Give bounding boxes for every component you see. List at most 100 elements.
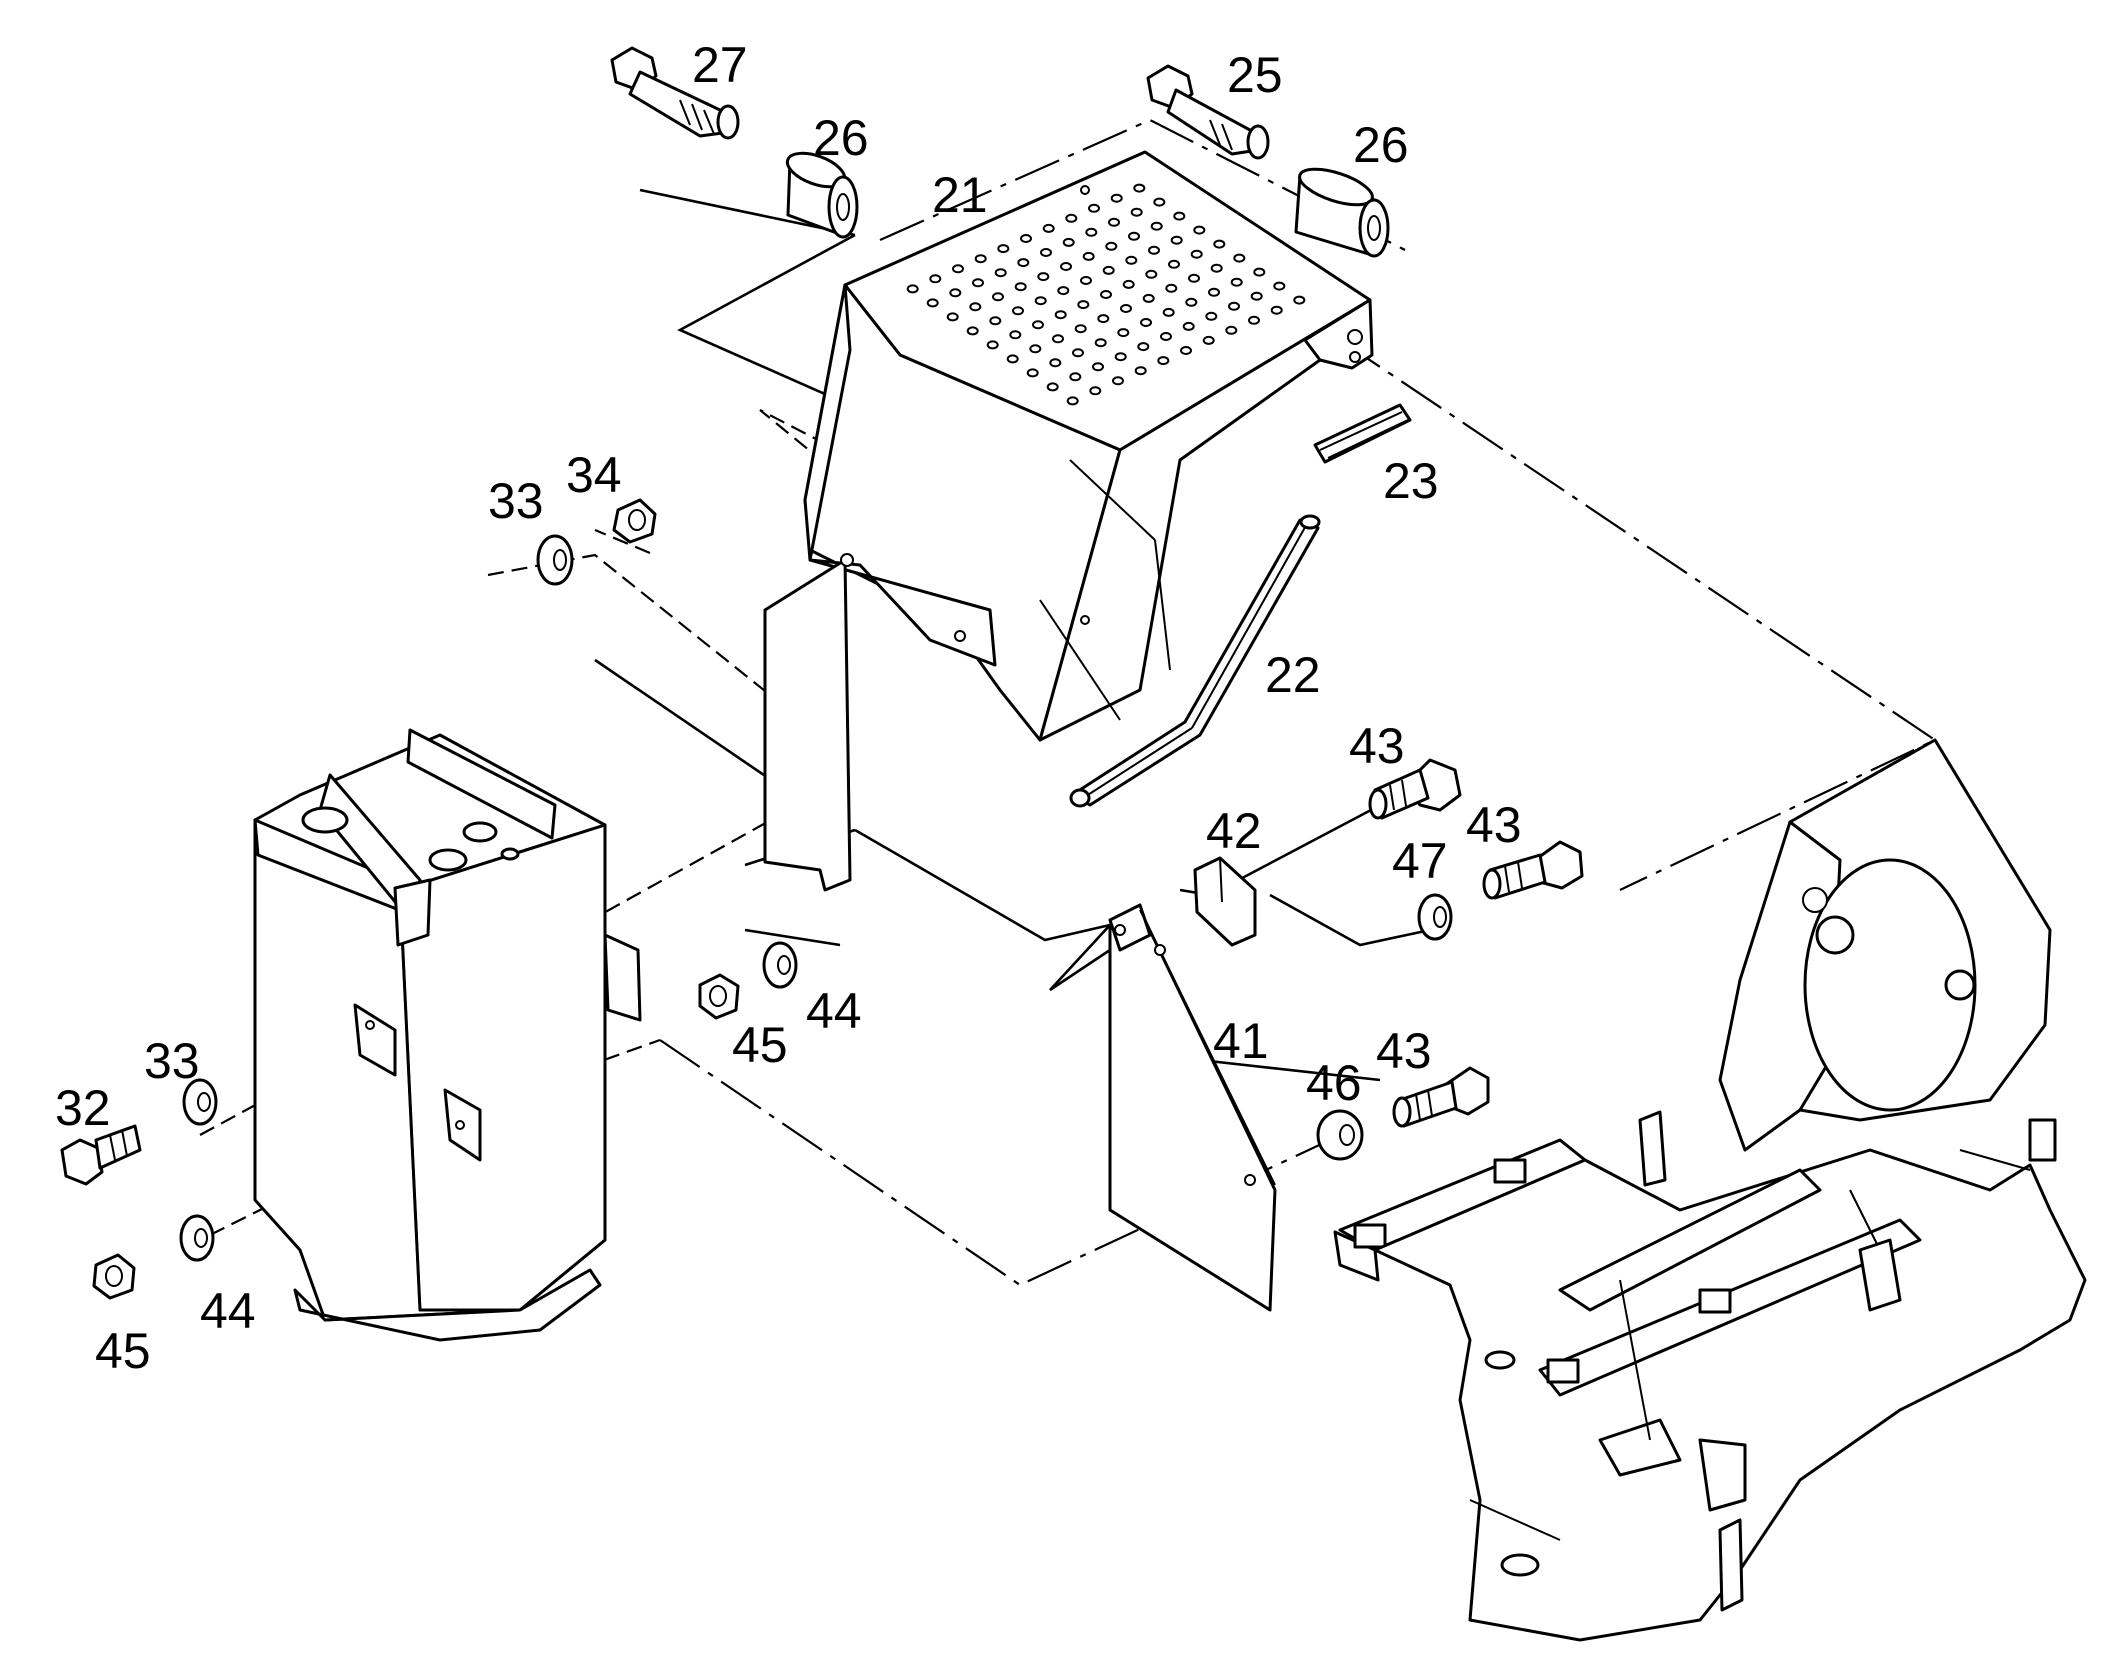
perforation-hole xyxy=(1190,249,1203,259)
perforation-hole xyxy=(1150,221,1163,231)
tank xyxy=(253,728,642,1342)
perforation-hole xyxy=(997,244,1010,254)
perforation-hole xyxy=(1085,227,1098,237)
perforation-hole xyxy=(952,264,964,274)
perforation-hole xyxy=(1140,318,1152,327)
perforation-hole xyxy=(1165,283,1178,293)
perforation-hole xyxy=(1040,248,1052,257)
perforation-hole xyxy=(1049,358,1062,368)
perforation-hole xyxy=(1102,265,1115,275)
label-34: 34 xyxy=(566,447,622,503)
bolt-43-middle xyxy=(1482,840,1584,900)
spacer-26-right xyxy=(1294,167,1390,258)
perforation-hole xyxy=(906,284,919,294)
perforation-hole xyxy=(1052,334,1064,344)
perforation-hole xyxy=(1092,362,1104,372)
perforation-hole xyxy=(1293,295,1306,305)
perforation-hole xyxy=(946,312,959,322)
perforation-hole xyxy=(966,326,979,336)
perforation-hole xyxy=(1117,328,1130,338)
perforation-hole xyxy=(974,254,987,264)
perforation-hole xyxy=(1037,272,1050,282)
label-25: 25 xyxy=(1227,47,1283,103)
bolt-43-top xyxy=(1368,758,1462,820)
washer-44-center xyxy=(762,941,798,989)
perforation-hole xyxy=(1225,325,1238,335)
perforation-hole xyxy=(1054,310,1067,320)
perforation-hole xyxy=(1210,263,1223,273)
perforation-hole xyxy=(992,292,1004,302)
perforation-hole xyxy=(926,298,939,308)
bolt-27 xyxy=(610,46,740,140)
nut-45-left xyxy=(92,1253,136,1300)
label-42: 42 xyxy=(1206,803,1262,859)
perforation-hole xyxy=(1074,324,1087,334)
perforation-hole xyxy=(1228,301,1240,311)
nut-34 xyxy=(612,498,657,544)
perforation-hole xyxy=(1122,279,1135,289)
perforation-hole xyxy=(1133,183,1146,193)
label-43-top: 43 xyxy=(1349,718,1405,774)
perforation-hole xyxy=(1108,217,1120,227)
washer-46 xyxy=(1316,1109,1364,1161)
perforation-hole xyxy=(1017,258,1030,268)
label-47: 47 xyxy=(1392,833,1448,889)
label-33-top: 33 xyxy=(488,473,544,529)
perforation-hole xyxy=(1173,211,1186,221)
perforation-hole xyxy=(1105,241,1118,251)
perforation-hole xyxy=(1042,223,1055,233)
perforation-hole xyxy=(1213,239,1226,249)
perforation-hole xyxy=(1072,348,1084,358)
perforation-hole xyxy=(1062,237,1075,247)
perforation-hole xyxy=(1120,304,1132,313)
perforation-hole xyxy=(994,268,1007,278)
label-23: 23 xyxy=(1383,453,1439,509)
perforation-hole xyxy=(1065,213,1078,223)
label-32: 32 xyxy=(55,1080,111,1136)
bolt-43-bottom xyxy=(1392,1066,1490,1128)
washer-33-left xyxy=(182,1078,218,1126)
perforation-hole xyxy=(1094,338,1107,348)
perforation-hole xyxy=(949,288,962,298)
perforation-hole xyxy=(1125,255,1138,265)
perforation-hole xyxy=(1032,320,1044,330)
perforation-hole xyxy=(1014,282,1027,292)
label-46: 46 xyxy=(1306,1055,1362,1111)
perforation-hole xyxy=(1009,330,1022,340)
perforation-hole xyxy=(1185,297,1198,307)
perforation-hole xyxy=(1134,366,1147,376)
label-33-left: 33 xyxy=(144,1033,200,1089)
perforation-hole xyxy=(1069,372,1082,382)
perforation-hole xyxy=(1233,253,1246,263)
label-45-left: 45 xyxy=(95,1323,151,1379)
label-44-center: 44 xyxy=(806,983,862,1039)
spacer-42 xyxy=(1193,856,1257,947)
chassis-frame xyxy=(1333,738,2087,1642)
washer-47 xyxy=(1417,893,1453,941)
perforation-hole xyxy=(1066,396,1079,406)
perforation-hole xyxy=(1082,251,1095,261)
perforation-hole xyxy=(1057,286,1070,296)
perforation-hole xyxy=(1148,245,1160,255)
perforation-hole xyxy=(1088,203,1100,213)
seal-23 xyxy=(1313,403,1412,464)
bracket-41 xyxy=(1108,903,1277,1312)
perforation-hole xyxy=(1080,276,1092,285)
perforation-hole xyxy=(1077,300,1090,310)
perforation-hole xyxy=(1046,382,1059,392)
bolt-25 xyxy=(1146,64,1270,160)
perforation-hole xyxy=(1029,344,1042,354)
cover-21 xyxy=(763,150,1374,892)
perforation-hole xyxy=(1114,352,1127,362)
label-21: 21 xyxy=(932,167,988,223)
perforation-hole xyxy=(1182,321,1195,331)
perforation-hole xyxy=(1160,332,1172,341)
bolt-32 xyxy=(60,1124,142,1186)
label-22: 22 xyxy=(1265,647,1321,703)
perforation-hole xyxy=(1157,356,1170,366)
perforation-hole xyxy=(1270,305,1283,315)
perforation-hole xyxy=(1089,386,1102,396)
perforation-hole xyxy=(929,274,942,284)
label-41: 41 xyxy=(1213,1013,1269,1069)
